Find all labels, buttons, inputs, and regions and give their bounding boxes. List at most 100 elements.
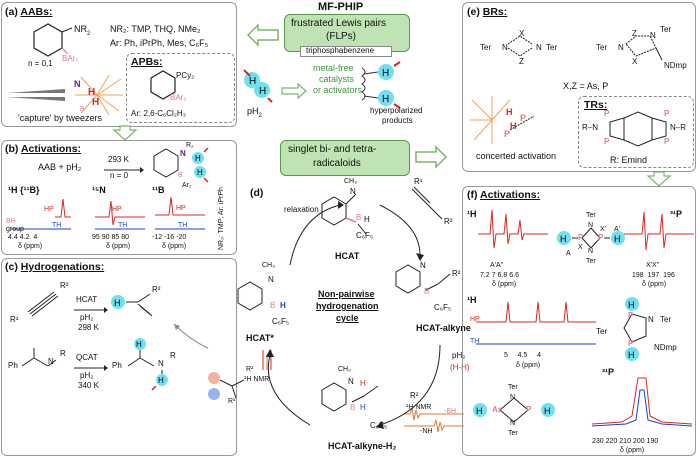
capture-label: 'capture' by tweezers bbox=[18, 113, 102, 123]
hcat-ch3: CH₃ bbox=[344, 178, 357, 185]
panel-b-label: (b) Activations: bbox=[5, 143, 82, 155]
activated-aab: H H bbox=[153, 147, 209, 183]
f-n1: N bbox=[588, 222, 594, 229]
xz-def: X,Z = As, P bbox=[563, 81, 609, 91]
br2-ter2: Ter bbox=[660, 25, 672, 34]
ticks-n: 95 90 85 80 bbox=[92, 234, 130, 241]
f-ppm3: δ (ppm) bbox=[516, 362, 541, 369]
cycle-line2: hydrogenation bbox=[316, 301, 379, 311]
th-b1: TH bbox=[52, 222, 62, 229]
f-p2: P bbox=[598, 233, 604, 242]
trs-r2: N–R bbox=[670, 123, 687, 132]
svg-text:H: H bbox=[259, 86, 266, 97]
h2-bh: -BH bbox=[444, 408, 457, 415]
hcat-label: HCAT bbox=[335, 251, 360, 261]
c-r1: R¹ bbox=[10, 315, 19, 324]
panel-d-label: (d) bbox=[250, 187, 264, 199]
f-31p: ³¹P bbox=[670, 209, 682, 219]
f-m3-ter1: Ter bbox=[508, 384, 518, 391]
c-ph-prod: Ph bbox=[112, 361, 122, 370]
c-qcat: QCAT bbox=[76, 353, 98, 362]
cycle-line3: cycle bbox=[336, 313, 359, 323]
hp-b1: HP bbox=[44, 206, 54, 213]
hcat-star-h: H bbox=[280, 301, 286, 310]
svg-text:H: H bbox=[195, 154, 201, 163]
trs-structure bbox=[609, 111, 667, 147]
f-ppm2: δ (ppm) bbox=[642, 281, 667, 288]
green-arrow-right-small bbox=[281, 82, 307, 100]
ph2-label: pH2 bbox=[247, 106, 262, 119]
svg-text:H: H bbox=[197, 168, 203, 177]
metal-free-label: metal-free bbox=[313, 63, 354, 73]
radicaloid-line2: radicaloids bbox=[313, 158, 361, 169]
nmr-11b-label: ¹¹B bbox=[152, 185, 165, 195]
nmr-15n-label: ¹⁵N bbox=[92, 185, 106, 195]
c-n: N bbox=[48, 357, 54, 366]
panel-f-frame bbox=[462, 186, 696, 456]
alkene-d-r1: R¹ bbox=[228, 398, 236, 405]
svg-text:H: H bbox=[628, 350, 635, 360]
tweezer-b: B bbox=[80, 106, 85, 113]
center-title: MF-PHIP bbox=[318, 1, 364, 13]
apbs-frame bbox=[126, 53, 235, 123]
br2-x: X bbox=[632, 57, 638, 66]
ticks-h: 4.4 4.2 4 bbox=[8, 234, 38, 241]
f-spectrum-2 bbox=[624, 211, 694, 251]
f-molecule-2: H H bbox=[623, 297, 647, 361]
concerted-p1: P bbox=[520, 113, 527, 123]
h2-r2: R² bbox=[410, 391, 419, 400]
c-r2: R² bbox=[60, 281, 69, 290]
h2-label: HCAT-alkyne-H₂ bbox=[328, 441, 397, 451]
aab-bar2: BAr₂ bbox=[62, 54, 79, 63]
triphosphabenzene-box bbox=[300, 46, 392, 57]
flp-box bbox=[284, 14, 410, 52]
svg-text:H: H bbox=[560, 234, 567, 244]
panel-a-frame bbox=[1, 2, 237, 127]
nmr-small-label: ¹H NMR bbox=[244, 376, 270, 383]
ppm-h: δ (ppm) bbox=[18, 243, 43, 250]
f-n2: N bbox=[588, 248, 594, 255]
br1-n-left: N bbox=[502, 43, 508, 52]
hp-b2: HP bbox=[112, 206, 122, 213]
svg-text:H: H bbox=[382, 94, 389, 105]
activation-arrow bbox=[104, 167, 144, 173]
hcat-star-n: N bbox=[268, 275, 274, 284]
f-x: X bbox=[578, 244, 583, 251]
c-t1: 298 K bbox=[78, 323, 99, 332]
f-ticks-p: 198 197 196 bbox=[632, 272, 675, 279]
panel-a-label: (a) AABs: bbox=[5, 6, 53, 18]
f-m2-ndmp: NDmp bbox=[654, 343, 677, 352]
radicaloid-line1: singlet bi- and tetra- bbox=[288, 144, 377, 155]
c-r2-prod: R² bbox=[152, 285, 161, 294]
f-m2-p1: P bbox=[628, 311, 634, 320]
hcat-alkyne-b: B bbox=[424, 287, 430, 296]
ppm-b: δ (ppm) bbox=[162, 243, 187, 250]
tweezer-h1: H bbox=[88, 87, 96, 98]
hcat-b: B bbox=[356, 213, 362, 222]
f-ticks-p2: 230 220 210 200 190 bbox=[592, 438, 659, 445]
h2-h2: H bbox=[360, 403, 366, 412]
f-31p-2: ³¹P bbox=[602, 367, 614, 377]
apbs-title: APBs: bbox=[131, 56, 163, 68]
aab-nr2: NR2 bbox=[74, 24, 91, 37]
cycle-arrows bbox=[266, 201, 441, 429]
d-ph2: pH₂ bbox=[452, 351, 466, 360]
br1-ring bbox=[507, 35, 533, 57]
tweezer-n: N bbox=[74, 79, 81, 89]
svg-text:H: H bbox=[544, 406, 551, 416]
group-label: group bbox=[6, 226, 24, 233]
f-ter2: Ter bbox=[586, 258, 596, 265]
hcat-star-label: HCAT* bbox=[246, 333, 274, 343]
h2-ch3: CH₃ bbox=[338, 366, 351, 373]
hcat-alkyne-n: N bbox=[420, 261, 426, 270]
hcat-alkyne-structure bbox=[395, 264, 451, 294]
flp-line1: frustrated Lewis pairs bbox=[291, 18, 387, 29]
green-arrow-left bbox=[246, 23, 279, 47]
alkyne-reagent bbox=[411, 186, 443, 220]
tweezers-icon bbox=[7, 74, 123, 116]
th-b3: TH bbox=[178, 222, 188, 229]
trs-frame bbox=[578, 96, 694, 168]
svg-text:H: H bbox=[158, 376, 164, 385]
hcat-alkyne-r2: R² bbox=[452, 269, 461, 278]
f-a2: A' bbox=[614, 226, 621, 233]
